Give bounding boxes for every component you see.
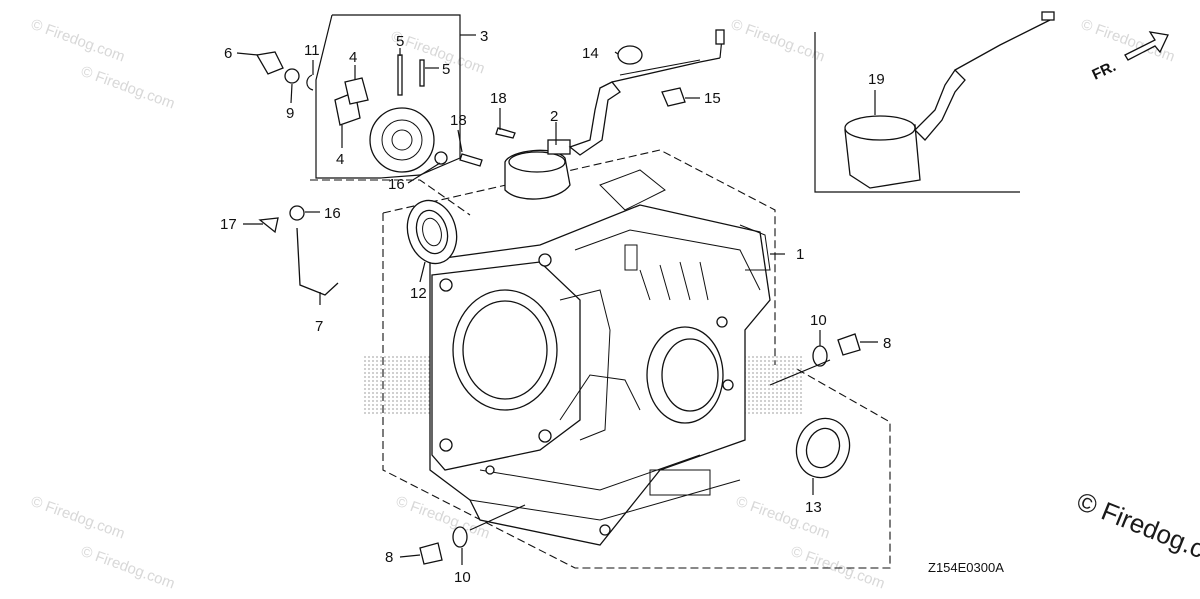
assembly-outline [310, 149, 891, 569]
watermark: © Firedog.com [729, 16, 827, 66]
oil-seal [795, 417, 851, 479]
oil-level-switch [504, 29, 725, 200]
callout-14: 14 [582, 45, 599, 62]
callout-5: 5 [442, 61, 450, 78]
callout-4: 4 [336, 151, 344, 168]
callout-4: 4 [349, 49, 357, 66]
fasteners [419, 45, 861, 565]
inset-frame [814, 32, 1020, 193]
callout-1: 1 [796, 246, 804, 263]
callout-6: 6 [224, 45, 232, 62]
watermark: © Firedog.com [79, 63, 177, 113]
callout-16: 16 [388, 176, 405, 193]
callout-7: 7 [315, 318, 323, 335]
callout-18: 18 [490, 90, 507, 107]
callout-3: 3 [480, 28, 488, 45]
watermark-large: © Firedog.com [1073, 486, 1200, 578]
watermark: © Firedog.com [29, 493, 127, 543]
callout-13: 13 [805, 499, 822, 516]
callout-2: 2 [550, 108, 558, 125]
callout-8: 8 [883, 335, 891, 352]
oil-level-switch-detail [844, 11, 1055, 189]
watermark: © Firedog.com [79, 543, 177, 593]
callout-19: 19 [868, 71, 885, 88]
leader-lines [236, 48, 878, 565]
callout-18: 18 [450, 112, 467, 129]
bearing [406, 199, 458, 265]
callout-5: 5 [396, 33, 404, 50]
diagram-code: Z154E0300A [928, 560, 1004, 575]
callout-17: 17 [220, 216, 237, 233]
watermark: © Firedog.com [29, 16, 127, 66]
front-label: FR. [1090, 58, 1119, 84]
callout-12: 12 [410, 285, 427, 302]
callout-8: 8 [385, 549, 393, 566]
callout-9: 9 [286, 105, 294, 122]
callout-10: 10 [454, 569, 471, 586]
callout-10: 10 [810, 312, 827, 329]
crankcase [429, 169, 771, 546]
callout-16: 16 [324, 205, 341, 222]
governor-group-bracket [315, 14, 476, 179]
callout-11: 11 [304, 42, 320, 59]
callout-15: 15 [704, 90, 721, 107]
governor-parts [255, 51, 516, 296]
